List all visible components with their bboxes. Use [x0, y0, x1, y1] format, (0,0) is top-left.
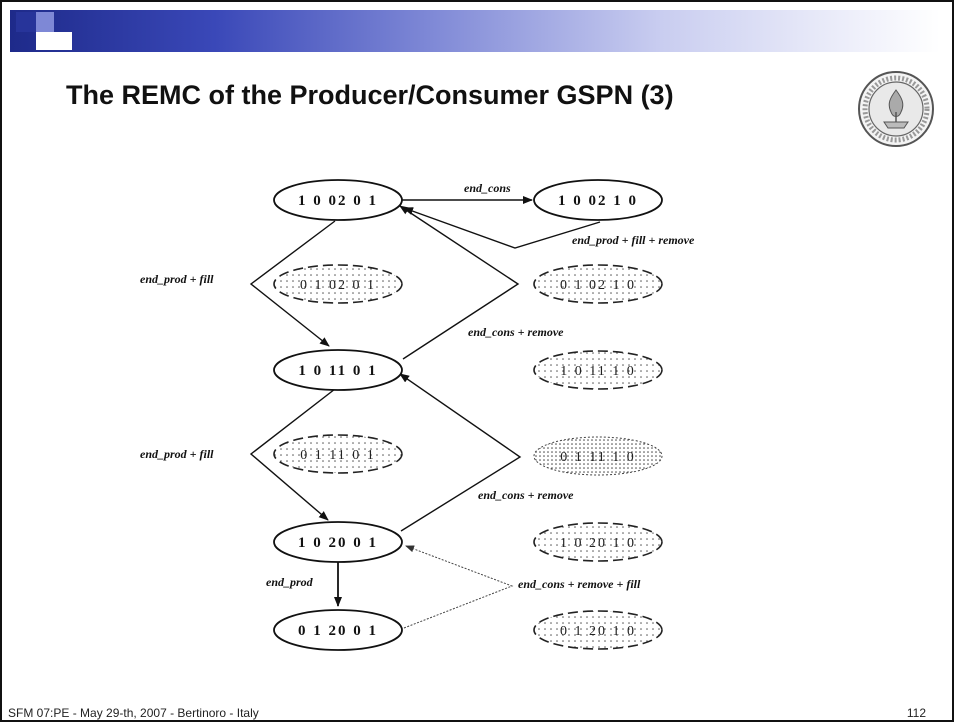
svg-text:0 1 20 0 1: 0 1 20 0 1	[298, 623, 378, 639]
vanishing-state: 0 1 11 0 1	[273, 434, 403, 474]
vanishing-state: 0 1 02 1 0	[533, 264, 663, 304]
svg-text:1 0 02 0 1: 1 0 02 0 1	[298, 193, 378, 209]
svg-text:1 0 11 1 0: 1 0 11 1 0	[560, 364, 635, 379]
footer-text: SFM 07:PE - May 29-th, 2007 - Bertinoro …	[8, 706, 259, 720]
header-square-decoration	[36, 12, 54, 32]
tangible-state: 1 0 02 1 0	[533, 179, 663, 221]
svg-text:1 0 20 1 0: 1 0 20 1 0	[560, 536, 636, 551]
header-square-decoration	[54, 32, 72, 50]
svg-text:0 1 02 1 0: 0 1 02 1 0	[560, 278, 636, 293]
arc-end-cons-remove-1	[399, 205, 520, 360]
tangible-state: 1 0 11 0 1	[273, 349, 403, 391]
edge-label: end_prod + fill	[140, 272, 214, 286]
svg-text:0 1 11 0 1: 0 1 11 0 1	[300, 448, 375, 463]
svg-text:1 0 02 1 0: 1 0 02 1 0	[558, 193, 638, 209]
edge-label: end_cons + remove	[478, 488, 574, 502]
vanishing-state: 0 1 11 1 0	[533, 436, 663, 476]
vanishing-state: 1 0 11 1 0	[533, 350, 663, 390]
tangible-state: 1 0 02 0 1	[273, 179, 403, 221]
edge-label: end_cons	[464, 181, 511, 195]
arc-end-prod-fill-1	[249, 220, 336, 347]
edge-label: end_prod	[266, 575, 314, 589]
svg-text:0 1 20 1 0: 0 1 20 1 0	[560, 624, 636, 639]
header-gradient-bar	[10, 10, 940, 52]
vanishing-state: 0 1 20 1 0	[533, 610, 663, 650]
arc-end-prod-fill-2	[249, 388, 336, 521]
arc-end-cons-remove-2	[399, 373, 522, 532]
svg-text:1 0 11 0 1: 1 0 11 0 1	[298, 363, 377, 379]
edge-label: end_cons + remove + fill	[518, 577, 641, 591]
arc-end-prod-fill-remove	[403, 207, 601, 249]
edge-label: end_cons + remove	[468, 325, 564, 339]
tangible-state: 1 0 20 0 1	[273, 521, 403, 563]
svg-text:1 0 20 0 1: 1 0 20 0 1	[298, 535, 378, 551]
header-square-decoration	[16, 12, 36, 32]
svg-text:0 1 11 1 0: 0 1 11 1 0	[560, 450, 635, 465]
header-square-decoration	[36, 32, 54, 50]
vanishing-state: 1 0 20 1 0	[533, 522, 663, 562]
edge-label: end_prod + fill + remove	[572, 233, 695, 247]
slide-title: The REMC of the Producer/Consumer GSPN (…	[66, 80, 674, 110]
tangible-state: 0 1 20 0 1	[273, 609, 403, 651]
vanishing-state: 0 1 02 0 1	[273, 264, 403, 304]
page-number: 112	[906, 706, 926, 720]
edge-label: end_prod + fill	[140, 447, 214, 461]
svg-text:0 1 02 0 1: 0 1 02 0 1	[300, 278, 376, 293]
university-seal-logo	[858, 71, 934, 147]
arc-end-cons-remove-fill	[403, 545, 514, 629]
